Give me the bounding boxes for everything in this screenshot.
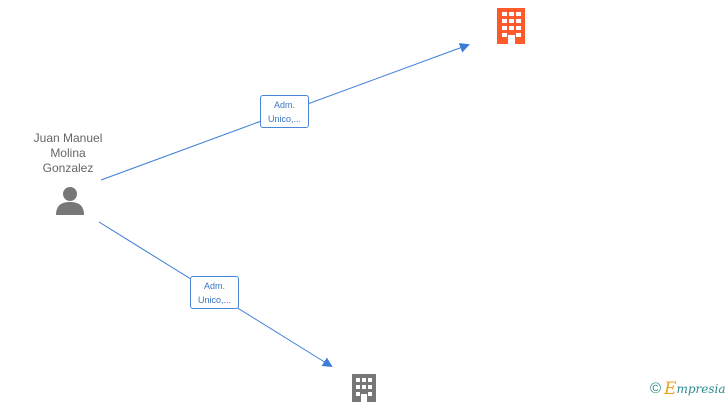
relation-label[interactable]: Adm. Unico,...: [260, 95, 309, 128]
relation-role-detail: Unico,...: [197, 295, 231, 305]
building-icon[interactable]: [495, 8, 527, 44]
relation-role: Adm.: [273, 100, 295, 110]
relation-role-detail: Unico,...: [267, 114, 301, 124]
relation-role: Adm.: [203, 281, 225, 291]
brand-logo-initial: E: [664, 379, 677, 399]
person-name-line-2: Molina: [50, 146, 86, 160]
relation-label[interactable]: Adm. Unico,...: [190, 276, 239, 309]
brand-logo-text: mpresia: [676, 382, 726, 396]
person-icon[interactable]: [54, 186, 86, 216]
copyright-icon: ©: [650, 380, 662, 397]
person-name[interactable]: Juan Manuel Molina Gonzalez: [18, 131, 118, 176]
brand-footer[interactable]: ©Empresia: [650, 379, 726, 399]
person-name-line-1: Juan Manuel: [33, 131, 103, 145]
building-icon[interactable]: [351, 374, 377, 402]
person-name-line-3: Gonzalez: [42, 161, 94, 175]
